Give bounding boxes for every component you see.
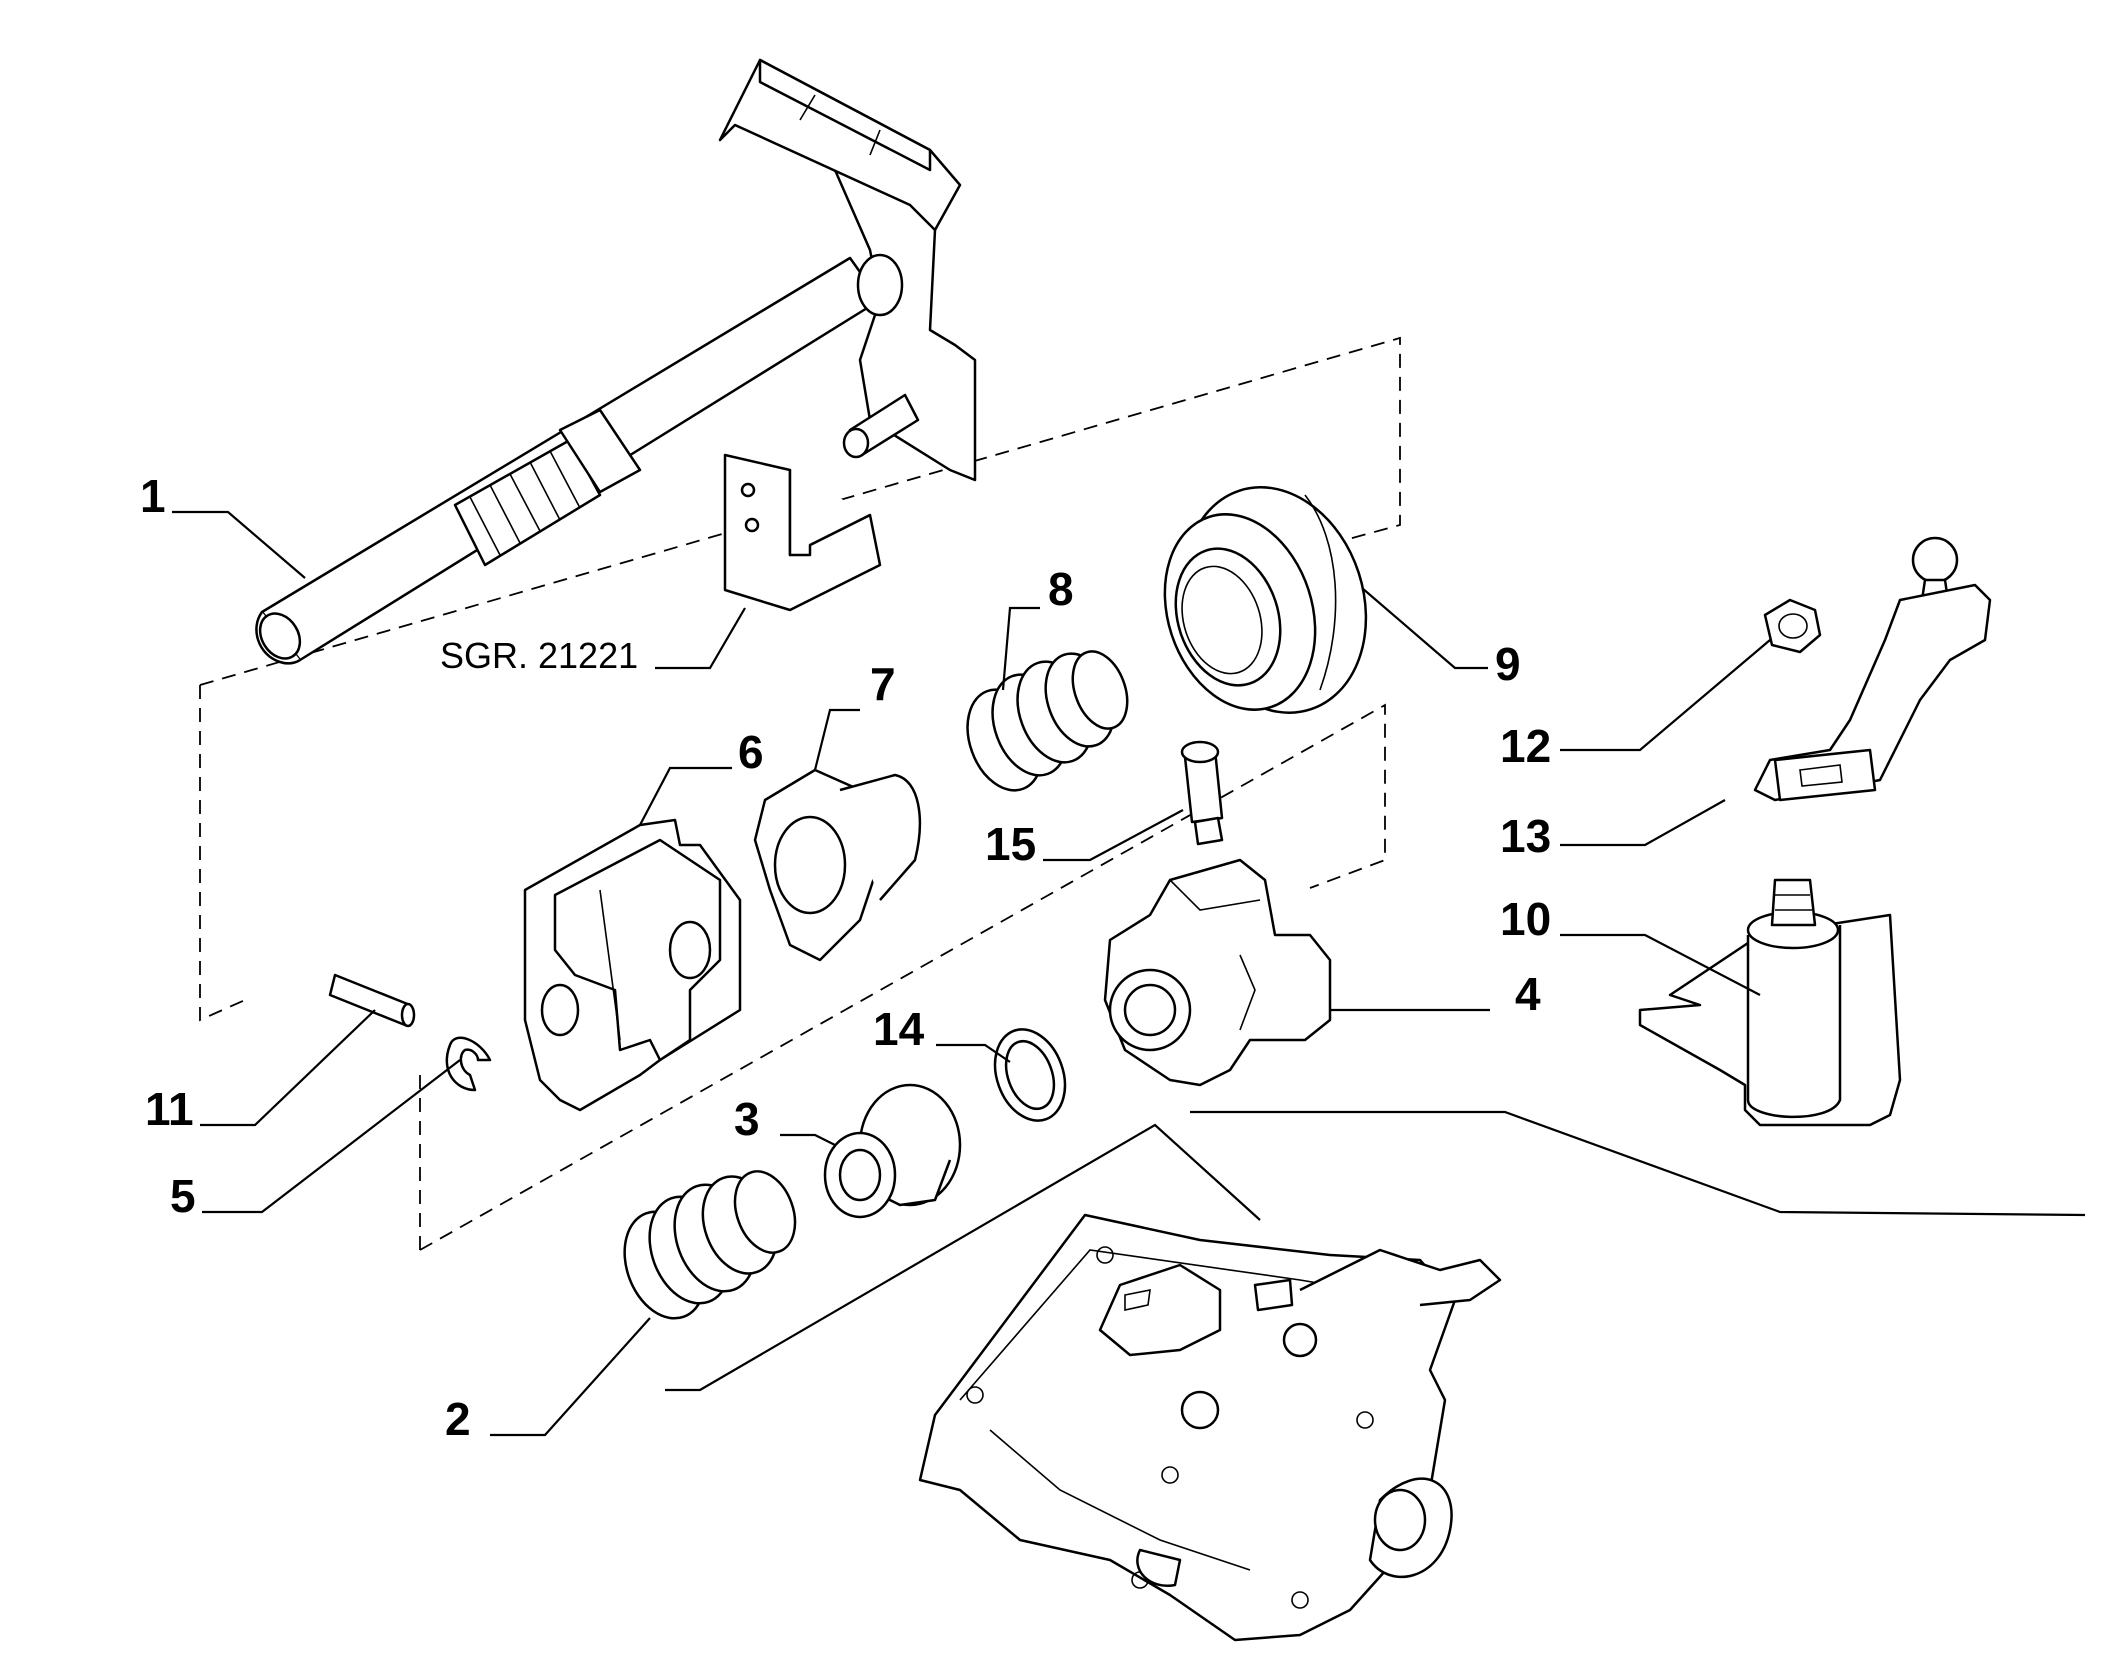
callout-7: 7 [870, 658, 896, 710]
callout-1: 1 [140, 470, 166, 522]
part-3-bushing [823, 1083, 962, 1219]
leader-2 [490, 1317, 651, 1437]
part-5-circlip [445, 1036, 492, 1092]
callout-3: 3 [734, 1093, 760, 1145]
part-14-seal-ring [993, 1028, 1067, 1122]
part-2-spring [623, 1170, 797, 1320]
leader-sgr [655, 607, 746, 670]
part-10-lever [1638, 878, 1902, 1127]
leader-11 [200, 1009, 376, 1127]
callout-11: 11 [145, 1083, 194, 1135]
part-8-spring [966, 650, 1129, 792]
leader-1 [172, 510, 306, 579]
callout-12: 12 [1500, 720, 1551, 772]
leader-9 [1361, 587, 1488, 670]
part-7-guide [753, 768, 921, 962]
callout-14: 14 [873, 1003, 925, 1055]
part-13-ball-lever [1753, 536, 1992, 802]
part-1-shift-shaft [255, 58, 977, 665]
leader-13 [1560, 799, 1726, 847]
callout-6: 6 [738, 726, 764, 778]
callout-13: 13 [1500, 810, 1551, 862]
leader-12 [1560, 639, 1771, 752]
leader-6 [639, 766, 732, 826]
callout-15: 15 [985, 818, 1036, 870]
leader-lines [172, 510, 2086, 1437]
leader-15 [1043, 809, 1184, 862]
callout-10: 10 [1500, 893, 1551, 945]
part-4-selector-block [1103, 858, 1332, 1087]
gearbox-assembly [918, 1213, 1502, 1642]
callout-8: 8 [1048, 563, 1074, 615]
part-6-fork-housing [523, 818, 742, 1112]
part-11-roll-pin [328, 973, 416, 1028]
callout-2: 2 [445, 1393, 471, 1445]
sgr-bracket [723, 453, 882, 612]
leader-3 [780, 1133, 836, 1146]
callout-5: 5 [170, 1170, 196, 1222]
leader-7 [813, 708, 860, 771]
callout-4: 4 [1515, 968, 1541, 1020]
callout-9: 9 [1495, 638, 1521, 690]
leader-5 [202, 1059, 461, 1214]
leader-gearbox-right [1190, 1110, 2086, 1217]
callout-labels: 1 2 3 4 5 6 7 8 9 10 11 12 13 14 15 SGR.… [140, 470, 1551, 1445]
leader-8 [1001, 606, 1040, 691]
leader-10 [1560, 933, 1761, 996]
part-15-pin [1180, 740, 1224, 846]
part-12-nut [1763, 598, 1822, 654]
leader-gearbox-left [665, 1123, 1261, 1392]
leader-14 [936, 1043, 1011, 1063]
part-9-bearing [1163, 486, 1368, 714]
sgr-reference-label: SGR. 21221 [440, 635, 638, 676]
